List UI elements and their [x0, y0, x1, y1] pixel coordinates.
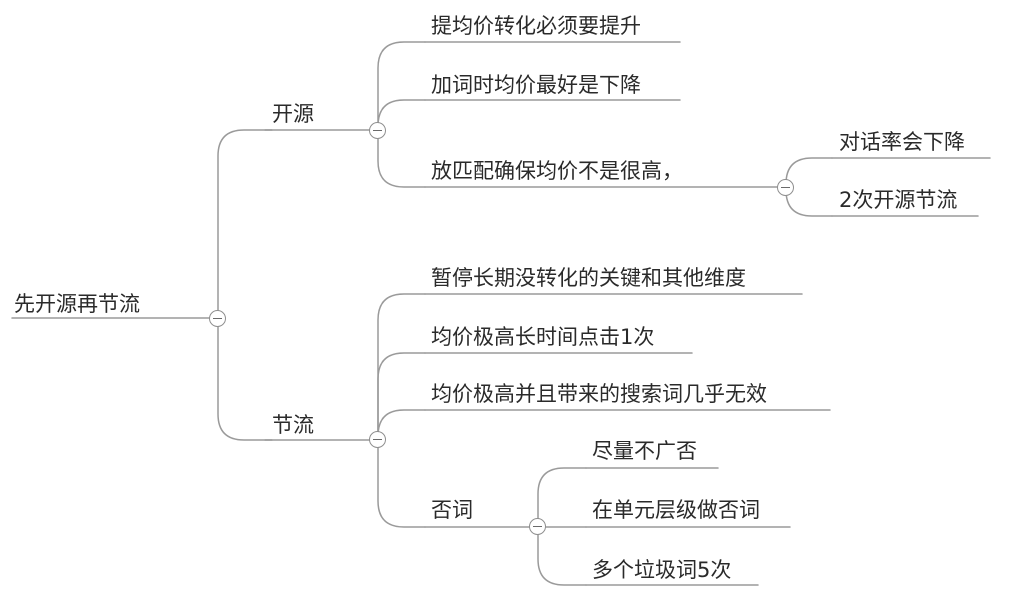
root-node[interactable]: 先开源再节流 [14, 292, 140, 316]
connector [377, 129, 426, 188]
node-erci[interactable]: 2次开源节流 [839, 188, 958, 212]
node-danyuan[interactable]: 在单元层级做否词 [592, 498, 760, 522]
connector [217, 129, 273, 319]
connector [217, 317, 273, 441]
node-fangpipei[interactable]: 放匹配确保均价不是很高， [431, 159, 683, 183]
connector [377, 352, 426, 441]
connector [537, 467, 587, 528]
branch-node-kaiyuan[interactable]: 开源 [272, 102, 314, 126]
connector [537, 526, 587, 586]
node-tijunjia[interactable]: 提均价转化必须要提升 [431, 14, 641, 38]
connector [377, 293, 426, 441]
node-fouci[interactable]: 否词 [431, 498, 473, 522]
node-jinliang[interactable]: 尽量不广否 [592, 439, 697, 463]
node-laji[interactable]: 多个垃圾词5次 [592, 558, 732, 582]
node-duihualv[interactable]: 对话率会下降 [839, 130, 965, 154]
node-junjia-dianji[interactable]: 均价极高长时间点击1次 [431, 325, 655, 349]
connector [377, 439, 426, 528]
collapse-minus-icon[interactable] [209, 310, 226, 327]
connector [377, 99, 426, 131]
connector [377, 41, 426, 131]
node-junjia-sousuoci[interactable]: 均价极高并且带来的搜索词几乎无效 [431, 382, 767, 406]
branch-node-jieliu[interactable]: 节流 [272, 413, 314, 437]
collapse-minus-icon[interactable] [369, 122, 386, 139]
node-zanting[interactable]: 暂停长期没转化的关键和其他维度 [431, 266, 746, 290]
collapse-minus-icon[interactable] [529, 518, 546, 535]
collapse-minus-icon[interactable] [369, 431, 386, 448]
collapse-minus-icon[interactable] [777, 179, 794, 196]
node-jiaci[interactable]: 加词时均价最好是下降 [431, 73, 641, 97]
